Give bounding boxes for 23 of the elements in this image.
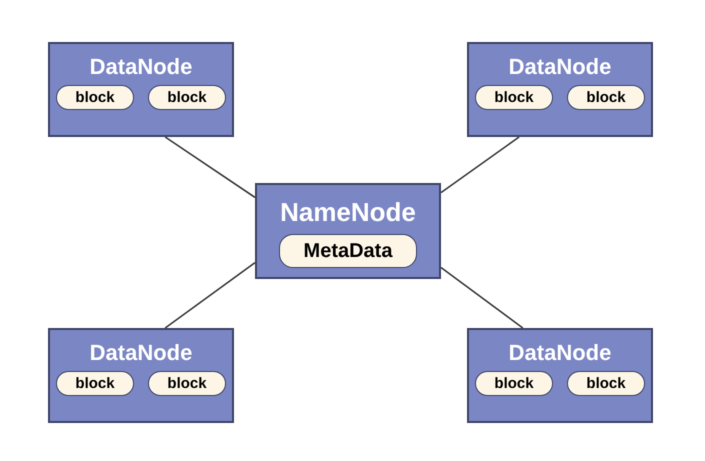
block-pill: block <box>475 85 553 110</box>
connector-line <box>440 266 524 329</box>
node-title: DataNode <box>90 340 192 366</box>
worker-node-box <box>48 42 234 137</box>
connector-line <box>164 262 256 329</box>
master-node-box <box>255 183 441 279</box>
node-title: DataNode <box>508 340 612 366</box>
block-pill: block <box>56 371 134 396</box>
block-pill: block <box>475 371 553 396</box>
node-title: DataNode <box>90 54 192 80</box>
worker-node-box <box>48 328 234 423</box>
node-title: NameNode <box>280 197 416 228</box>
worker-node-box <box>467 328 653 423</box>
block-pill: block <box>567 85 645 110</box>
block-pill: block <box>56 85 134 110</box>
node-title: DataNode <box>508 54 612 80</box>
metadata-pill: MetaData <box>279 234 417 268</box>
block-pill: block <box>148 85 226 110</box>
block-pill: block <box>567 371 645 396</box>
connector-line <box>440 136 520 194</box>
worker-node-box <box>467 42 653 137</box>
connector-line <box>164 136 256 198</box>
block-pill: block <box>148 371 226 396</box>
